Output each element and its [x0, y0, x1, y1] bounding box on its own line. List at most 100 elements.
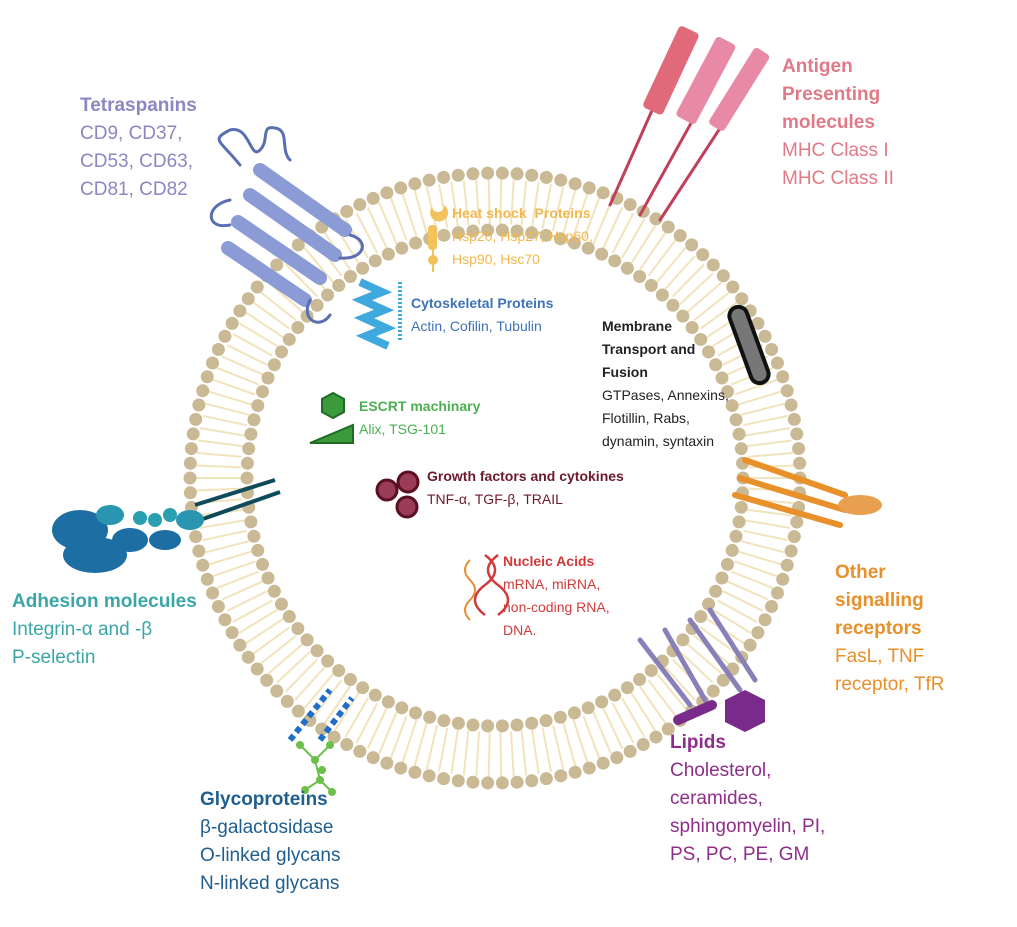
- lipid-tail: [205, 402, 250, 416]
- label-heat-shock: Heat shock Proteins Hsp20, Hsp27, Hsp60,…: [452, 202, 593, 271]
- lipid-head: [395, 241, 409, 255]
- membrane-transport-line: dynamin, syntaxin: [602, 433, 715, 449]
- lipid-head: [451, 774, 465, 788]
- lipid-head: [709, 584, 723, 598]
- lipid-tail: [740, 540, 785, 554]
- lipid-tail: [238, 322, 279, 348]
- lipid-head: [765, 600, 779, 614]
- lipid-tail: [226, 344, 268, 366]
- growth-line: TNF-α, TGF-β, TRAIL: [427, 491, 563, 507]
- lipid-head: [380, 756, 394, 770]
- lipid-head: [451, 168, 465, 182]
- lipid-tail: [208, 390, 253, 406]
- lipid-tail: [276, 651, 311, 684]
- lipid-head: [792, 442, 806, 456]
- lipid-tail: [531, 729, 540, 774]
- lipid-head: [481, 223, 495, 237]
- lipid-head: [250, 280, 264, 294]
- lipid-tail: [437, 184, 449, 229]
- lipid-tail: [366, 207, 388, 249]
- lipid-head: [582, 761, 596, 775]
- lipid-head: [716, 269, 730, 283]
- lipid-head: [608, 254, 622, 268]
- lipid-tail: [378, 201, 398, 245]
- lipid-head: [715, 571, 729, 585]
- lipid-head: [623, 744, 637, 758]
- lipid-tail: [208, 550, 253, 566]
- lipid-tail: [745, 519, 790, 529]
- signalling-title: signalling: [835, 590, 924, 611]
- lipid-tail: [639, 686, 667, 725]
- lipid-head: [770, 356, 784, 370]
- lipid-head: [595, 695, 609, 709]
- antigen-title: Presenting: [782, 84, 881, 105]
- label-escrt: ESCRT machinary Alix, TSG-101: [359, 395, 480, 441]
- label-antigen: Antigen Presenting molecules MHC Class I…: [782, 53, 894, 193]
- lipid-tail: [734, 560, 778, 578]
- lipid-head: [790, 427, 804, 441]
- lipid-tail: [630, 691, 657, 731]
- lipid-head: [706, 258, 720, 272]
- lipid-tail: [592, 711, 612, 755]
- lipid-tail: [260, 634, 297, 665]
- lipid-head: [282, 332, 296, 346]
- lipid-head: [356, 681, 370, 695]
- lipid-head: [732, 427, 746, 441]
- lipid-head: [250, 662, 264, 676]
- lipid-tail: [294, 666, 326, 701]
- lipid-tail: [679, 272, 714, 305]
- lipid-head: [673, 229, 687, 243]
- lipid-head: [567, 236, 581, 250]
- lipid-head: [780, 558, 794, 572]
- lipid-head: [261, 571, 275, 585]
- lipid-head: [751, 626, 765, 640]
- lipid-head: [720, 385, 734, 399]
- adhesion-molecule-icon: [52, 478, 281, 573]
- label-lipids: Lipids Cholesterol, ceramides, sphingomy…: [670, 729, 825, 869]
- heat-shock-title: Heat shock Proteins: [452, 205, 591, 221]
- lipid-head: [247, 413, 261, 427]
- lipid-tail: [686, 281, 722, 313]
- tetraspanins-title: Tetraspanins: [80, 95, 197, 116]
- lipid-tail: [200, 519, 245, 529]
- lipid-head: [553, 710, 567, 724]
- lipid-head: [332, 278, 346, 292]
- lipid-head: [240, 456, 254, 470]
- lipid-head: [661, 220, 675, 234]
- adhesion-line: P-selectin: [12, 647, 96, 668]
- lipid-head: [340, 738, 354, 752]
- lipid-head: [525, 716, 539, 730]
- lipid-tail: [541, 727, 553, 772]
- lipid-head: [282, 610, 296, 624]
- lipid-tail: [333, 691, 360, 731]
- lipid-head: [776, 370, 790, 384]
- lipid-head: [466, 224, 480, 238]
- label-signalling: Other signalling receptors FasL, TNF rec…: [835, 559, 944, 699]
- lipid-tail: [531, 182, 540, 227]
- lipid-tail: [656, 673, 687, 710]
- lipid-tail: [647, 679, 677, 717]
- lipid-tail: [196, 487, 242, 492]
- lipid-head: [649, 730, 663, 744]
- lipid-head: [734, 442, 748, 456]
- antigen-title: molecules: [782, 112, 875, 133]
- lipid-head: [553, 232, 567, 246]
- lipid-head: [495, 166, 509, 180]
- dna-icon: [464, 554, 510, 621]
- lipid-tail: [602, 207, 624, 249]
- lipid-tail: [232, 599, 273, 623]
- cytoskeletal-line: Actin, Cofilin, Tubulin: [411, 318, 542, 334]
- lipid-tail: [717, 599, 758, 623]
- lipid-tail: [647, 239, 677, 277]
- lipid-head: [481, 166, 495, 180]
- lipid-head: [539, 170, 553, 184]
- lipid-head: [595, 247, 609, 261]
- lipid-head: [702, 345, 716, 359]
- mhc-icon: [608, 26, 770, 222]
- lipid-tail: [562, 189, 577, 234]
- lipid-tail: [656, 246, 687, 283]
- signalling-line: receptor, TfR: [835, 674, 945, 695]
- label-nucleic: Nucleic Acids mRNA, miRNA, non-coding RN…: [503, 550, 610, 642]
- membrane-transport-title: Membrane: [602, 318, 673, 334]
- lipid-head: [261, 371, 275, 385]
